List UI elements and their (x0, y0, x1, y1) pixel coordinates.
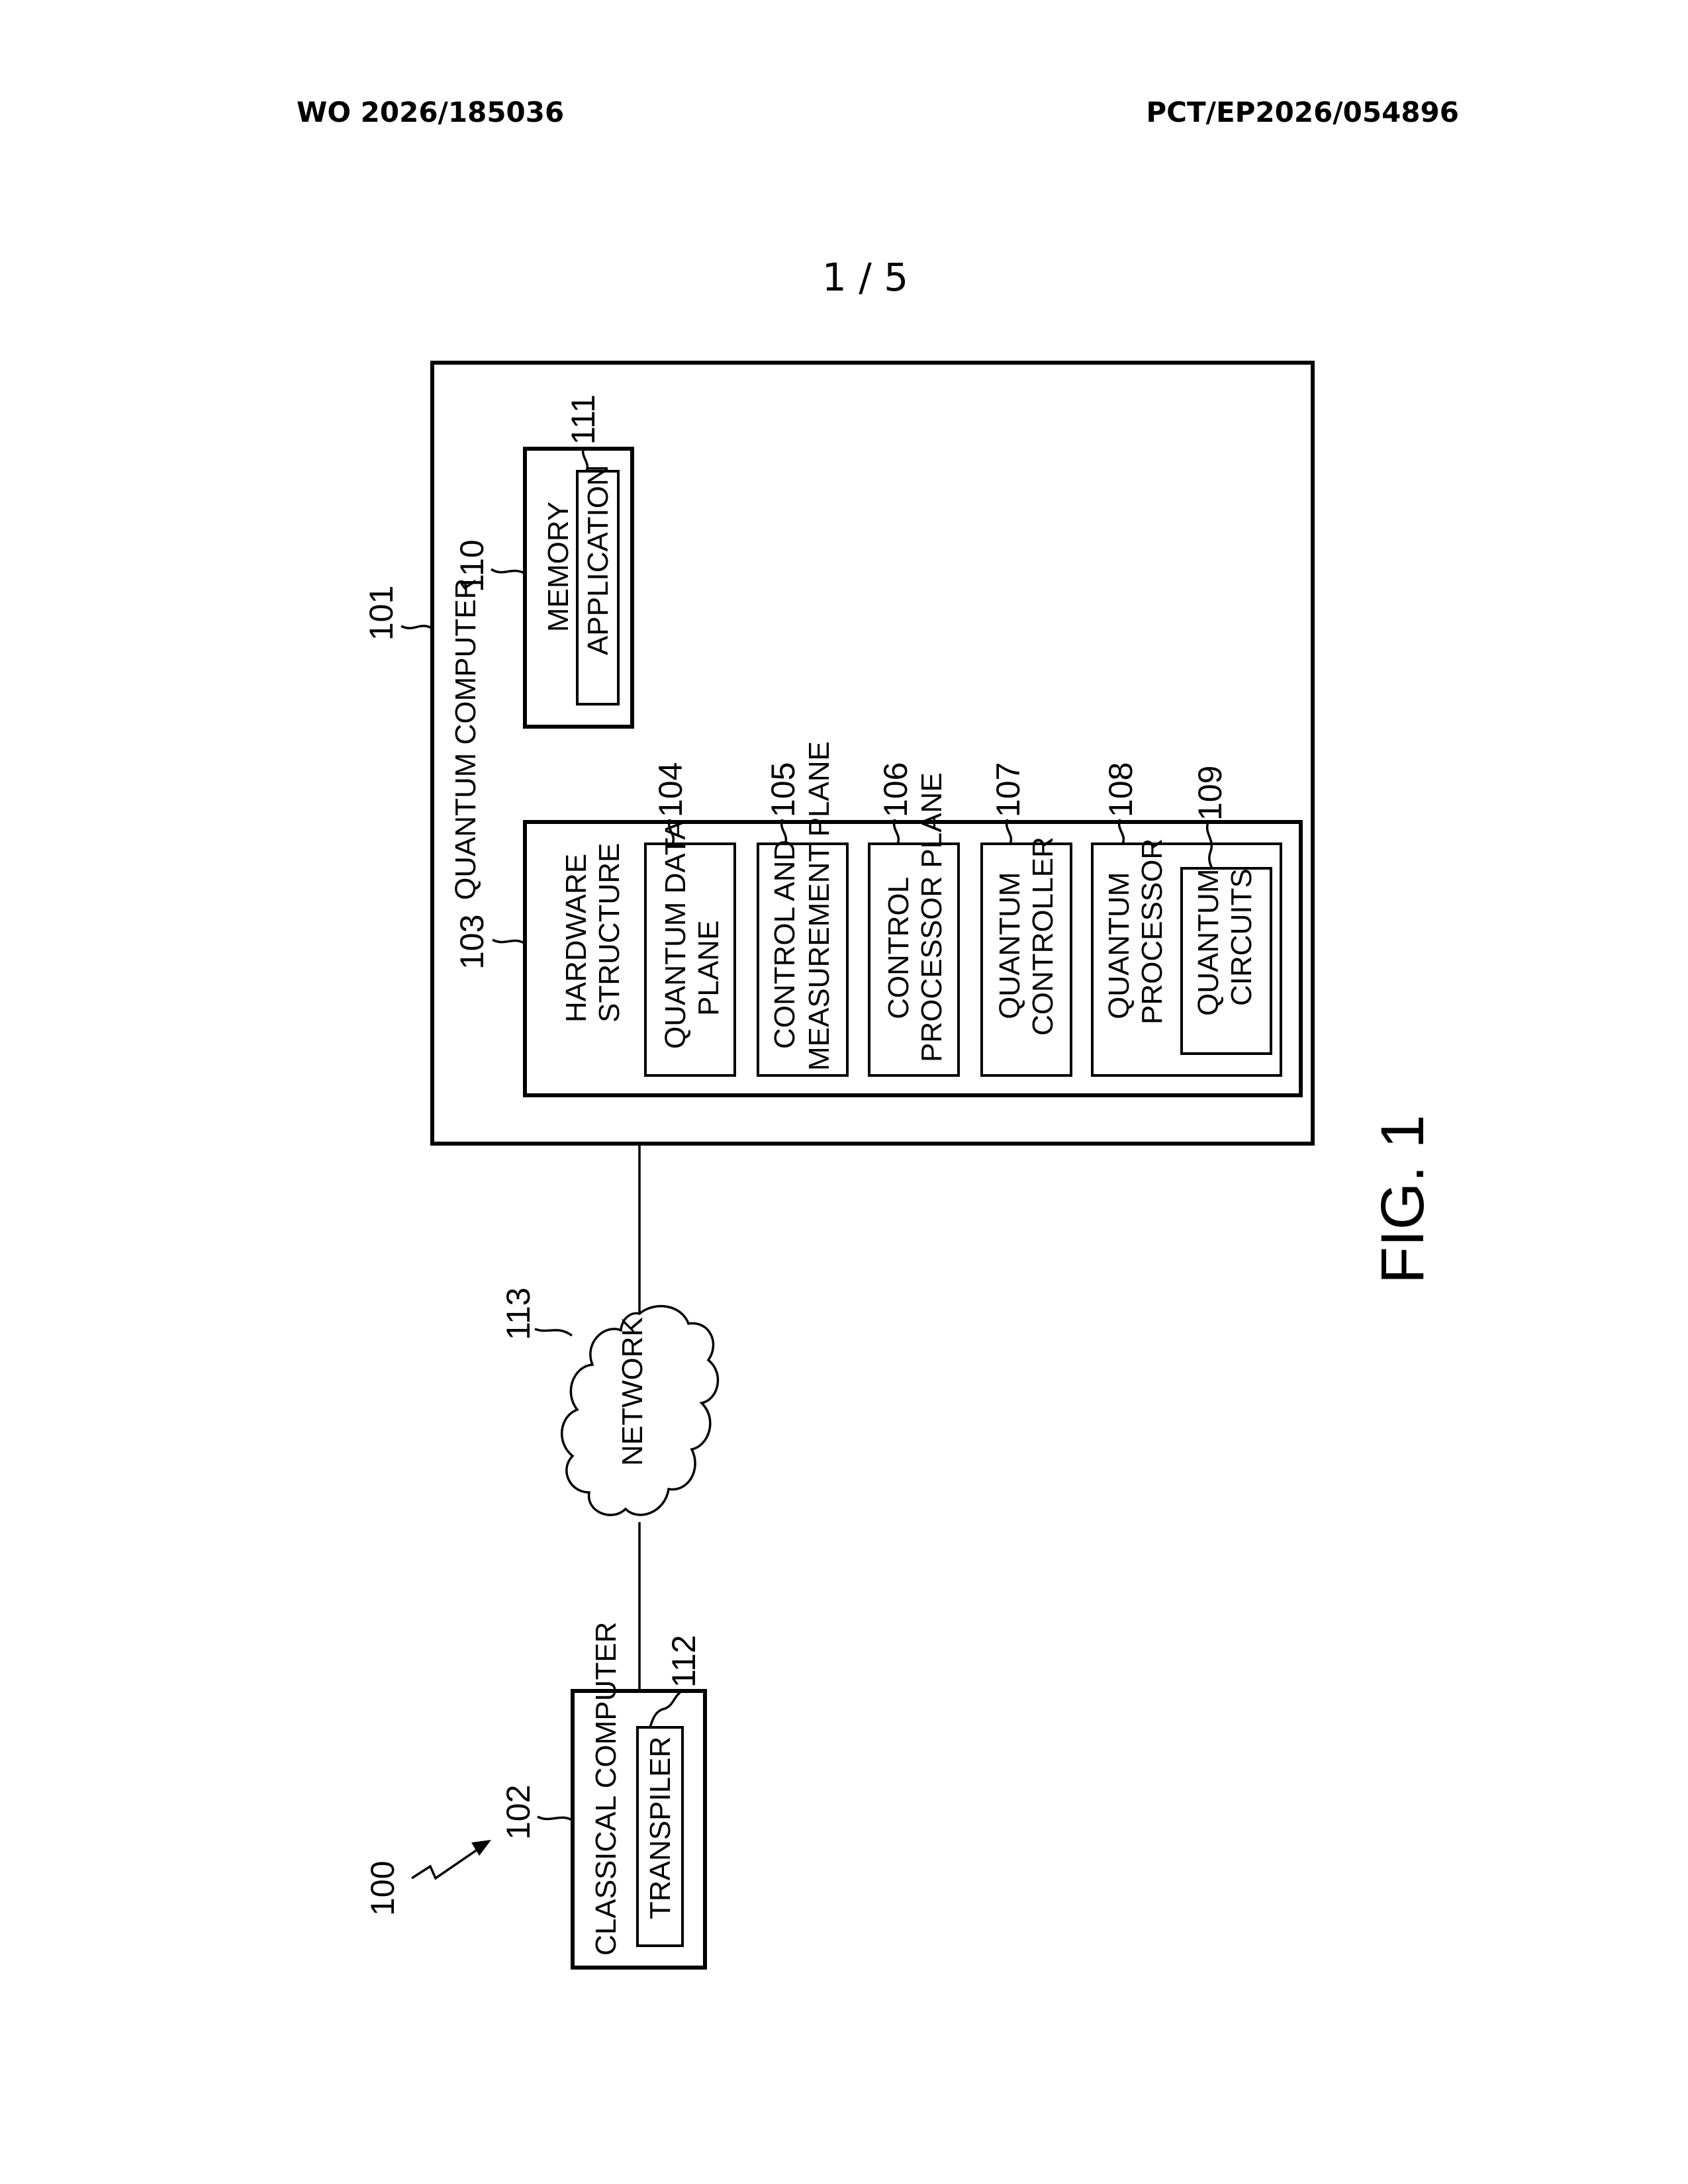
figure-label: FIG. 1 (1369, 1115, 1436, 1284)
transpiler-leader (650, 1691, 682, 1727)
transpiler-ref: 112 (665, 1635, 702, 1688)
quantum-controller-label-1: QUANTUM (994, 872, 1026, 1019)
classical-computer-ref: 102 (500, 1785, 537, 1840)
transpiler-label: TRANSPILER (644, 1737, 677, 1919)
application-ref: 111 (565, 394, 602, 445)
quantum-controller-label-2: CONTROLLER (1027, 837, 1059, 1036)
classical-computer-label: CLASSICAL COMPUTER (590, 1622, 622, 1956)
quantum-circuits-label-2: CIRCUITS (1225, 868, 1258, 1006)
memory-label: MEMORY (542, 502, 575, 632)
control-processor-plane-ref: 106 (877, 762, 914, 817)
quantum-data-plane-ref: 104 (652, 762, 689, 817)
hardware-structure-label-1: HARDWARE (560, 854, 592, 1023)
control-processor-plane-label-1: CONTROL (882, 877, 915, 1019)
memory-ref: 110 (453, 539, 491, 592)
control-measurement-plane-ref: 105 (765, 762, 802, 817)
quantum-processor-label-1: QUANTUM (1103, 872, 1135, 1019)
quantum-processor-label-2: PROCESSOR (1136, 839, 1168, 1024)
control-measurement-plane-label-1: CONTROL AND (769, 840, 801, 1049)
quantum-circuits-label-1: QUANTUM (1192, 869, 1225, 1016)
quantum-computer-leader (401, 626, 433, 629)
memory-leader (491, 569, 524, 573)
system-arrow-shaft (412, 1846, 482, 1878)
quantum-computer-ref: 101 (363, 586, 400, 641)
hardware-structure-ref: 103 (453, 915, 491, 970)
hardware-structure-label-2: STRUCTURE (593, 843, 626, 1023)
network-label: NETWORK (616, 1317, 649, 1466)
hardware-structure-leader (492, 940, 526, 944)
quantum-circuits-ref: 109 (1192, 766, 1229, 821)
classical-computer-leader (538, 1817, 573, 1821)
quantum-computer-label: QUANTUM COMPUTER (449, 578, 482, 900)
quantum-data-plane-label-2: PLANE (692, 921, 725, 1016)
application-label: APPLICATION (582, 465, 614, 655)
control-processor-plane-label-2: PROCESSOR PLANE (915, 772, 948, 1062)
control-measurement-plane-label-2: MEASUREMENT PLANE (803, 741, 835, 1071)
network-leader (535, 1329, 572, 1336)
network-ref: 113 (500, 1287, 537, 1340)
system-arrow-head (471, 1840, 491, 1856)
quantum-data-plane-label-1: QUANTUM DATA (659, 820, 692, 1049)
quantum-controller-ref: 107 (990, 762, 1027, 817)
quantum-processor-ref: 108 (1102, 762, 1139, 817)
system-ref: 100 (364, 1861, 401, 1916)
